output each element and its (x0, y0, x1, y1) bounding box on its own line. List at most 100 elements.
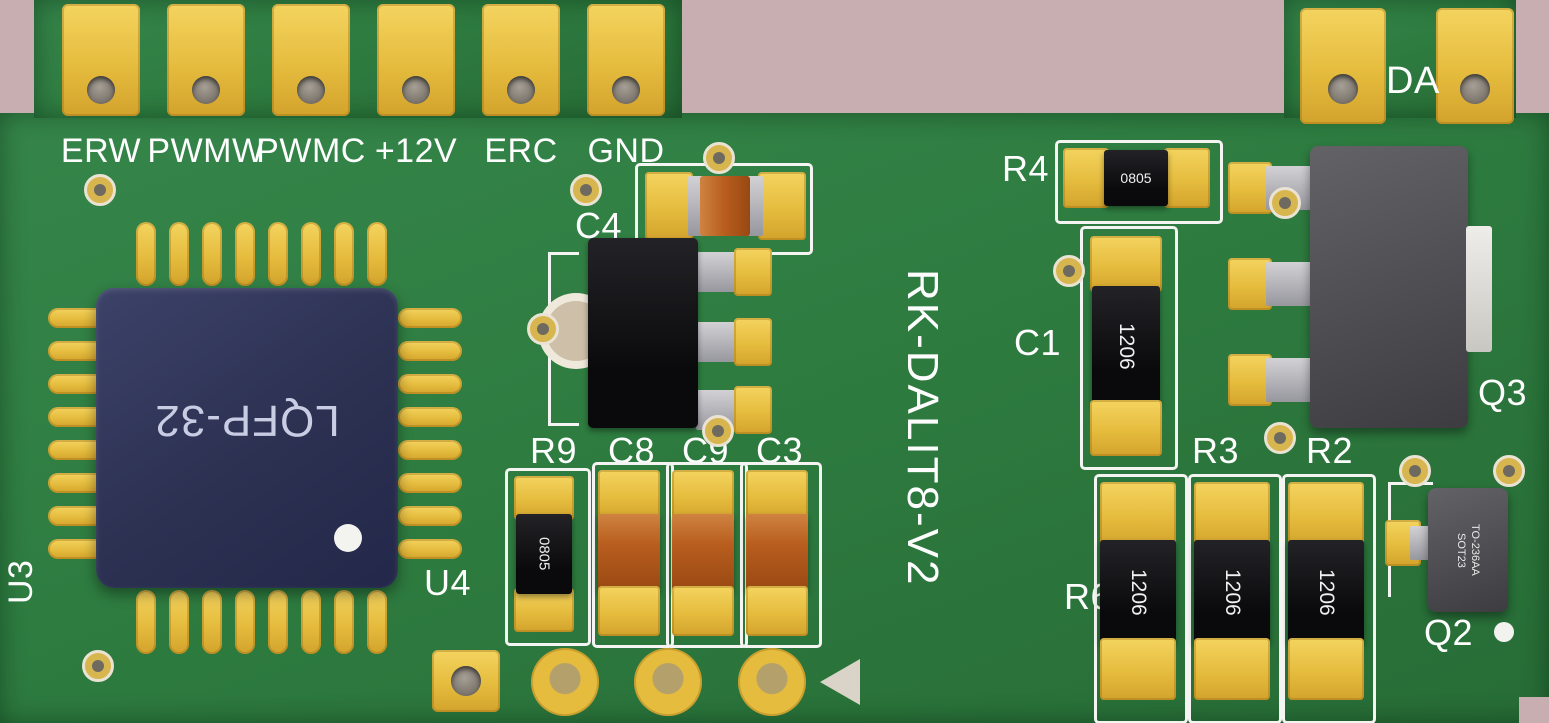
r4-marking: 0805 (1120, 170, 1152, 186)
r4-resistor-body: 0805 (1104, 150, 1168, 206)
c3-silkscreen-outline (740, 462, 822, 648)
r9-silkscreen-outline (505, 468, 591, 646)
u3-pin-pad (398, 374, 462, 394)
u3-pin-pad (398, 473, 462, 493)
q3-lead-pad (1228, 162, 1272, 214)
c1-ref-label: C1 (1014, 322, 1062, 363)
pin-label-12v: +12V (374, 132, 458, 170)
q3-lead-pad (1228, 354, 1272, 406)
r9-pad (514, 476, 574, 520)
regulator-body (588, 238, 698, 428)
r9-resistor-body: 0805 (516, 514, 572, 594)
c1-capacitor-body: 1206 (1092, 286, 1160, 406)
pin-label-pwmw: PWMW (147, 132, 265, 170)
connector-pad-pwmc (272, 4, 350, 116)
connector-hole (297, 76, 325, 104)
u3-pin1-dot (334, 524, 362, 552)
r2-pad (1288, 482, 1364, 546)
da-pad-right (1436, 8, 1514, 124)
da-pad-left (1300, 8, 1386, 124)
connector-hole (87, 76, 115, 104)
regulator-lead-pad (734, 386, 772, 434)
q2-white-dot (1494, 622, 1514, 642)
via (84, 174, 116, 206)
u3-pin-pad (398, 506, 462, 526)
da-hole (1328, 74, 1358, 104)
regulator-lead (696, 252, 738, 292)
regulator-lead-pad (734, 318, 772, 366)
r6-pad (1100, 638, 1176, 700)
connector-pad-pwmw (167, 4, 245, 116)
connector-pad-12v (377, 4, 455, 116)
c9-pad (672, 586, 734, 636)
r9-marking: 0805 (535, 537, 553, 571)
r9-ref-label: R9 (530, 430, 578, 471)
c3-capacitor-body (746, 514, 808, 592)
connector-hole (192, 76, 220, 104)
da-label: DA (1386, 60, 1440, 102)
via (1264, 422, 1296, 454)
u3-pin-pad (169, 590, 189, 654)
regulator-lead (696, 322, 738, 362)
u3-pin-pad (301, 222, 321, 286)
r2-pad (1288, 638, 1364, 700)
u3-pin-pad (367, 590, 387, 654)
connector-hole (507, 76, 535, 104)
r4-ref-label: R4 (1002, 148, 1050, 189)
fiducial-arrow (820, 659, 860, 705)
r3-marking: 1206 (1221, 568, 1244, 616)
pcb-connector-tab (34, 0, 682, 118)
r3-silkscreen-outline (1188, 474, 1282, 723)
u3-pin-pad (268, 222, 288, 286)
c3-pad (746, 586, 808, 636)
via (1493, 455, 1525, 487)
bottom-round-pad (634, 648, 702, 716)
via (82, 650, 114, 682)
r2-ref-label: R2 (1306, 430, 1354, 471)
via (1399, 455, 1431, 487)
c3-pad (746, 470, 808, 520)
c4-capacitor-body (700, 176, 750, 236)
connector-pad-erw (62, 4, 140, 116)
u3-pin-pad (136, 590, 156, 654)
c1-pad (1090, 400, 1162, 456)
c4-pad (758, 172, 806, 240)
c4-terminal (747, 176, 763, 236)
u3-pin-pad (334, 590, 354, 654)
u3-package-marking: LQFP-32 (154, 396, 340, 445)
r3-pad (1194, 482, 1270, 546)
via (1269, 187, 1301, 219)
u3-pin-pad (202, 222, 222, 286)
q3-ref-label: Q3 (1478, 372, 1528, 413)
q2-ref-label: Q2 (1424, 612, 1474, 653)
pin-label-pwmc: PWMC (256, 132, 366, 170)
r4-silkscreen-outline (1055, 140, 1223, 224)
c8-pad (598, 470, 660, 520)
q2-marking-line2: TO-236AA (1469, 524, 1481, 576)
board-title-silkscreen: RK-DALIT8-V2 (898, 269, 947, 587)
u3-pin-pad (367, 222, 387, 286)
via (702, 415, 734, 447)
r3-ref-label: R3 (1192, 430, 1240, 471)
q3-lead (1266, 262, 1312, 306)
c1-pad (1090, 236, 1162, 292)
q3-tab (1466, 226, 1492, 352)
bottom-round-pad (738, 648, 806, 716)
c8-pad (598, 586, 660, 636)
connector-pad-gnd (587, 4, 665, 116)
u3-pin-pad (398, 407, 462, 427)
u4-ref-label: U4 (424, 562, 472, 603)
r9-pad (514, 588, 574, 632)
u3-pin-pad (268, 590, 288, 654)
c4-pad (645, 172, 693, 240)
via (703, 142, 735, 174)
r2-marking: 1206 (1315, 568, 1338, 616)
c9-pad (672, 470, 734, 520)
r4-pad (1063, 148, 1109, 208)
u3-pin-pad (398, 308, 462, 328)
regulator-lead-pad (734, 248, 772, 296)
board-corner-notch (1519, 697, 1549, 723)
c1-marking: 1206 (1115, 322, 1138, 370)
u3-pin-pad (398, 440, 462, 460)
u3-pin-pad (301, 590, 321, 654)
